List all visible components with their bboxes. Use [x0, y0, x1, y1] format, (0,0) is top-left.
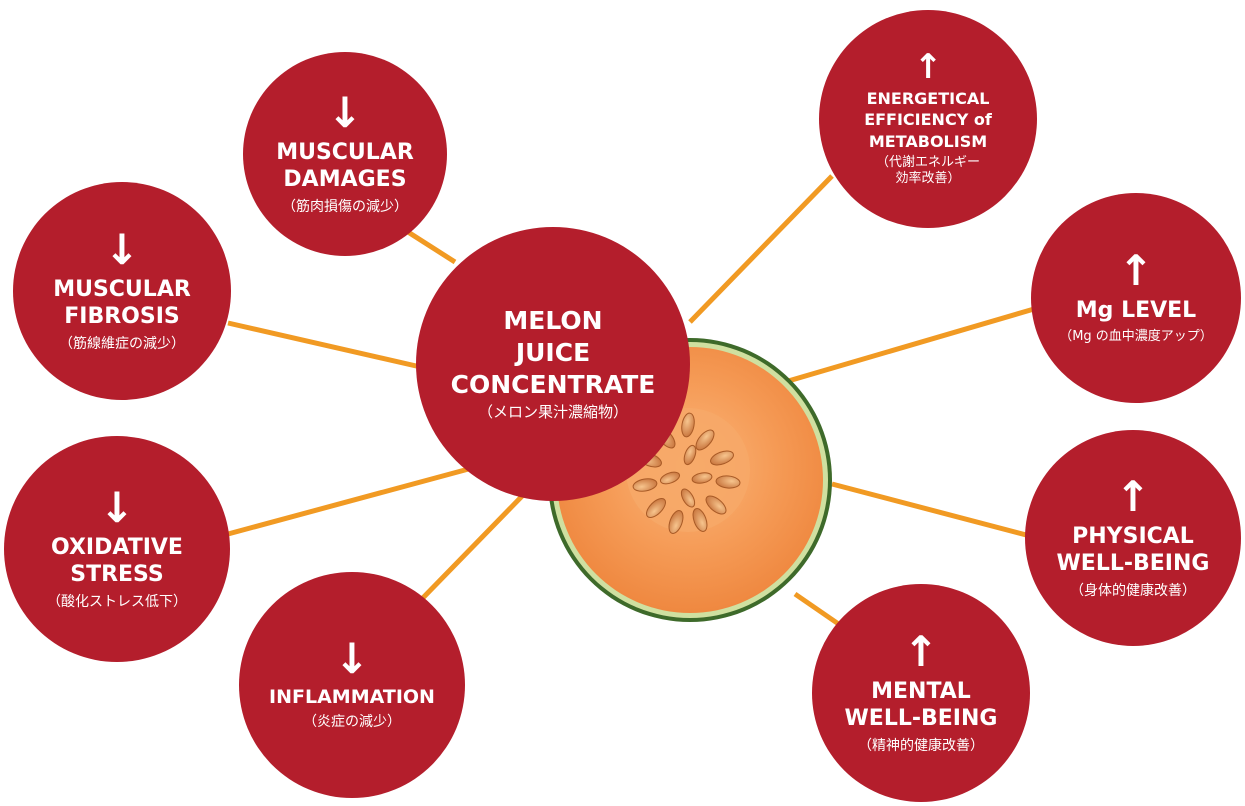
arrow-down-icon: ↓ — [327, 92, 362, 134]
effect-title: MENTAL WELL-BEING — [845, 679, 998, 733]
effect-subtitle: （精神的健康改善） — [858, 737, 984, 755]
effect-subtitle: （炎症の減少） — [303, 713, 401, 731]
effect-subtitle: （身体的健康改善） — [1070, 582, 1196, 600]
connector-muscular-fibrosis — [228, 323, 425, 368]
effect-title: OXIDATIVE STRESS — [51, 535, 183, 589]
effect-title: MUSCULAR FIBROSIS — [53, 277, 191, 331]
effect-node-oxidative-stress: ↓ OXIDATIVE STRESS （酸化ストレス低下） — [4, 436, 230, 662]
effect-subtitle: （代謝エネルギー 効率改善） — [876, 155, 980, 189]
effect-subtitle: （筋肉損傷の減少） — [282, 198, 408, 216]
effect-subtitle: （筋線維症の減少） — [59, 335, 185, 353]
connector-inflammation — [415, 490, 528, 606]
arrow-down-icon: ↓ — [99, 487, 134, 529]
connector-mg-level — [778, 309, 1034, 384]
effect-subtitle: （Mg の血中濃度アップ） — [1059, 329, 1213, 346]
effect-title: INFLAMMATION — [269, 686, 435, 709]
effect-node-mental-well-being: ↑ MENTAL WELL-BEING （精神的健康改善） — [812, 584, 1030, 802]
effect-node-energetical-efficiency: ↑ ENERGETICAL EFFICIENCY of METABOLISM （… — [819, 10, 1037, 228]
effect-node-physical-well-being: ↑ PHYSICAL WELL-BEING （身体的健康改善） — [1025, 430, 1241, 646]
connector-mental-well-being — [795, 594, 840, 625]
effect-title: PHYSICAL WELL-BEING — [1057, 524, 1210, 578]
connector-energetical-efficiency — [690, 176, 832, 322]
effect-subtitle: （酸化ストレス低下） — [47, 593, 187, 611]
center-subtitle: （メロン果汁濃縮物） — [478, 403, 628, 423]
arrow-up-icon: ↑ — [903, 631, 938, 673]
center-title: MELON JUICE CONCENTRATE — [451, 305, 656, 401]
effect-node-mg-level: ↑ Mg LEVEL （Mg の血中濃度アップ） — [1031, 193, 1241, 403]
effect-title: MUSCULAR DAMAGES — [276, 140, 414, 194]
connector-oxidative-stress — [228, 467, 476, 534]
effect-node-inflammation: ↓ INFLAMMATION （炎症の減少） — [239, 572, 465, 798]
connector-muscular-damages — [408, 232, 455, 262]
effect-node-muscular-damages: ↓ MUSCULAR DAMAGES （筋肉損傷の減少） — [243, 52, 447, 256]
arrow-down-icon: ↓ — [334, 638, 369, 680]
arrow-up-icon: ↑ — [1118, 250, 1153, 292]
arrow-up-icon: ↑ — [914, 50, 943, 84]
center-node-melon-juice-concentrate: MELON JUICE CONCENTRATE （メロン果汁濃縮物） — [416, 227, 690, 501]
arrow-down-icon: ↓ — [104, 229, 139, 271]
arrow-up-icon: ↑ — [1115, 476, 1150, 518]
effect-title: Mg LEVEL — [1076, 298, 1196, 325]
connector-physical-well-being — [832, 484, 1034, 537]
effect-title: ENERGETICAL EFFICIENCY of METABOLISM — [864, 88, 992, 153]
effect-node-muscular-fibrosis: ↓ MUSCULAR FIBROSIS （筋線維症の減少） — [13, 182, 231, 400]
